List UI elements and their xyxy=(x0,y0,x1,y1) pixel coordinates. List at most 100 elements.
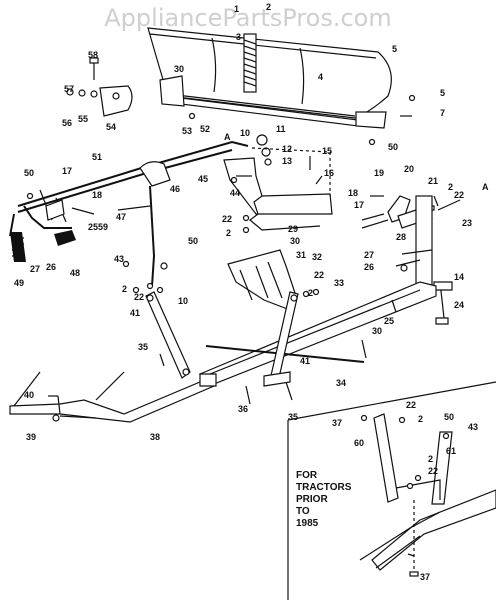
note-line-1: FOR xyxy=(296,470,318,481)
part-label-22: 45 xyxy=(198,174,208,184)
part-label-5: 5 xyxy=(440,88,445,98)
part-label-74: 37 xyxy=(332,418,342,428)
part-label-64: 25 xyxy=(384,316,394,326)
part-label-6: 7 xyxy=(440,108,445,118)
part-label-38: 29 xyxy=(288,224,298,234)
part-label-44: 2 xyxy=(448,182,453,192)
part-label-1: 2 xyxy=(266,2,271,12)
part-label-36: 22 xyxy=(222,214,232,224)
part-label-40: 19 xyxy=(374,168,384,178)
part-label-33: 27 xyxy=(30,264,40,274)
part-label-82: 22 xyxy=(428,466,438,476)
part-label-3: 4 xyxy=(318,72,323,82)
part-label-53: 50 xyxy=(188,236,198,246)
part-label-77: 60 xyxy=(354,438,364,448)
part-label-30: 47 xyxy=(116,212,126,222)
part-label-39: 18 xyxy=(348,188,358,198)
part-label-11: 54 xyxy=(106,122,116,132)
part-label-10: 55 xyxy=(78,114,88,124)
part-label-27: 18 xyxy=(92,190,102,200)
part-label-68: 34 xyxy=(336,378,346,388)
part-label-24: 50 xyxy=(388,142,398,152)
part-label-65: 30 xyxy=(372,326,382,336)
part-label-14: 52 xyxy=(200,124,210,134)
part-label-50: 14 xyxy=(454,272,464,282)
part-label-26: 17 xyxy=(62,166,72,176)
part-label-4: 5 xyxy=(392,44,397,54)
part-label-60: 22 xyxy=(134,292,144,302)
link-47 xyxy=(117,185,156,287)
part-label-32: 26 xyxy=(46,262,56,272)
part-label-28: 59 xyxy=(98,222,108,232)
part-label-8: 57 xyxy=(64,84,74,94)
part-label-83: 37 xyxy=(420,572,430,582)
part-label-54: 30 xyxy=(290,236,300,246)
part-label-29: 46 xyxy=(170,184,180,194)
part-label-17: 12 xyxy=(282,144,292,154)
callout-a-2: A xyxy=(482,182,489,192)
note-line-3: PRIOR xyxy=(296,494,328,505)
part-label-42: 17 xyxy=(354,200,364,210)
part-label-23: 50 xyxy=(24,168,34,178)
part-label-47: 28 xyxy=(396,232,406,242)
snow-blade xyxy=(147,27,392,129)
part-label-71: 40 xyxy=(24,390,34,400)
part-label-18: 13 xyxy=(282,156,292,166)
part-label-63: 33 xyxy=(334,278,344,288)
part-label-35: 49 xyxy=(14,278,24,288)
part-label-73: 38 xyxy=(150,432,160,442)
latch-parts xyxy=(361,195,461,325)
main-frame-33 xyxy=(198,281,437,385)
part-label-20: 16 xyxy=(324,168,334,178)
part-label-48: 27 xyxy=(364,250,374,260)
bolt-58 xyxy=(89,57,99,80)
part-label-43: 21 xyxy=(428,176,438,186)
tractor-note: FOR TRACTORS PRIOR TO 1985 xyxy=(296,470,352,529)
hardware xyxy=(26,176,320,397)
bracket-54 xyxy=(99,85,133,117)
lift-rod-51 xyxy=(17,140,249,213)
part-label-0: 1 xyxy=(234,4,239,14)
part-label-78: 50 xyxy=(444,412,454,422)
blade-spring xyxy=(243,33,257,93)
part-label-57: 22 xyxy=(314,270,324,280)
watermark: AppliancePartsPros.com xyxy=(104,4,391,32)
part-label-46: 23 xyxy=(462,218,472,228)
part-label-2: 3 xyxy=(236,32,241,42)
part-label-34: 48 xyxy=(70,268,80,278)
part-label-16: 11 xyxy=(276,124,286,134)
note-line-2: TRACTORS xyxy=(296,482,352,493)
part-label-19: 15 xyxy=(322,146,332,156)
part-label-75: 22 xyxy=(406,400,416,410)
arm-41-left xyxy=(145,291,191,379)
part-label-45: 22 xyxy=(454,190,464,200)
inset-panel xyxy=(287,381,496,600)
part-label-13: 53 xyxy=(182,126,192,136)
note-line-4: TO xyxy=(296,506,310,517)
cross-rod-34 xyxy=(205,345,365,363)
part-label-31: 25 xyxy=(88,222,98,232)
part-label-70: 35 xyxy=(288,412,298,422)
handle-assembly xyxy=(9,189,95,237)
part-label-21: 44 xyxy=(230,188,240,198)
part-label-76: 2 xyxy=(418,414,423,424)
part-label-51: 24 xyxy=(454,300,464,310)
part-label-62: 41 xyxy=(130,308,140,318)
part-label-58: 2 xyxy=(308,288,313,298)
part-label-49: 26 xyxy=(364,262,374,272)
part-label-52: 43 xyxy=(114,254,124,264)
part-label-61: 10 xyxy=(178,296,188,306)
part-label-12: 30 xyxy=(174,64,184,74)
part-label-67: 41 xyxy=(300,356,310,366)
pivot-bracket-44 xyxy=(223,134,333,231)
part-label-41: 20 xyxy=(404,164,414,174)
frame-bracket xyxy=(159,299,397,405)
part-label-72: 39 xyxy=(26,432,36,442)
part-label-56: 32 xyxy=(312,252,322,262)
part-label-37: 2 xyxy=(226,228,231,238)
note-line-5: 1985 xyxy=(296,518,319,529)
part-label-59: 2 xyxy=(122,284,127,294)
part-label-81: 2 xyxy=(428,454,433,464)
